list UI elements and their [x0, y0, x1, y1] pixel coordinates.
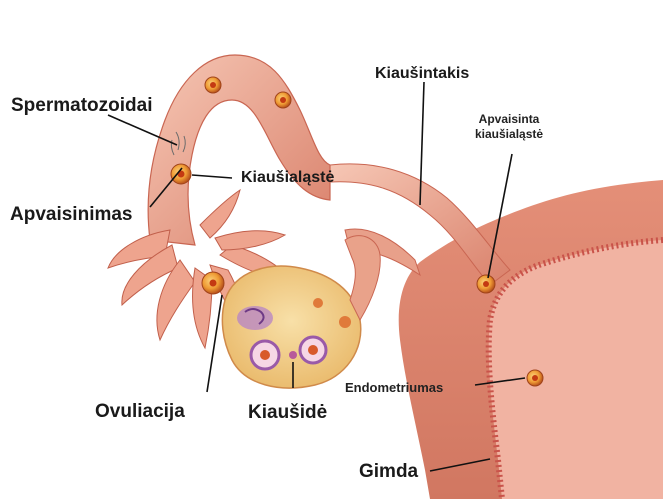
follicle-icon — [339, 316, 351, 328]
label-ovary: Kiaušidė — [248, 403, 327, 422]
label-ovulation: Ovuliacija — [95, 402, 185, 421]
label-fertilized-egg-line2: kiaušialąstė — [475, 127, 543, 142]
label-fallopian-tube: Kiaušintakis — [375, 66, 469, 82]
label-fertilization: Apvaisinimas — [10, 205, 133, 224]
label-endometrium: Endometriumas — [345, 381, 443, 394]
label-fertilized-egg-line1: Apvaisinta — [475, 112, 543, 127]
label-egg-cell: Kiaušialąstė — [241, 170, 334, 186]
follicle-icon — [313, 298, 323, 308]
ovary-body — [222, 266, 360, 388]
fallopian-tube-ampulla — [148, 55, 330, 245]
label-uterus: Gimda — [359, 462, 418, 481]
label-fertilized-egg: Apvaisinta kiaušialąstė — [475, 112, 543, 142]
label-spermatozoa: Spermatozoidai — [11, 96, 152, 115]
uterus-cavity — [489, 240, 663, 499]
follicle-icon — [289, 351, 297, 359]
leader-egg-cell — [192, 175, 232, 178]
